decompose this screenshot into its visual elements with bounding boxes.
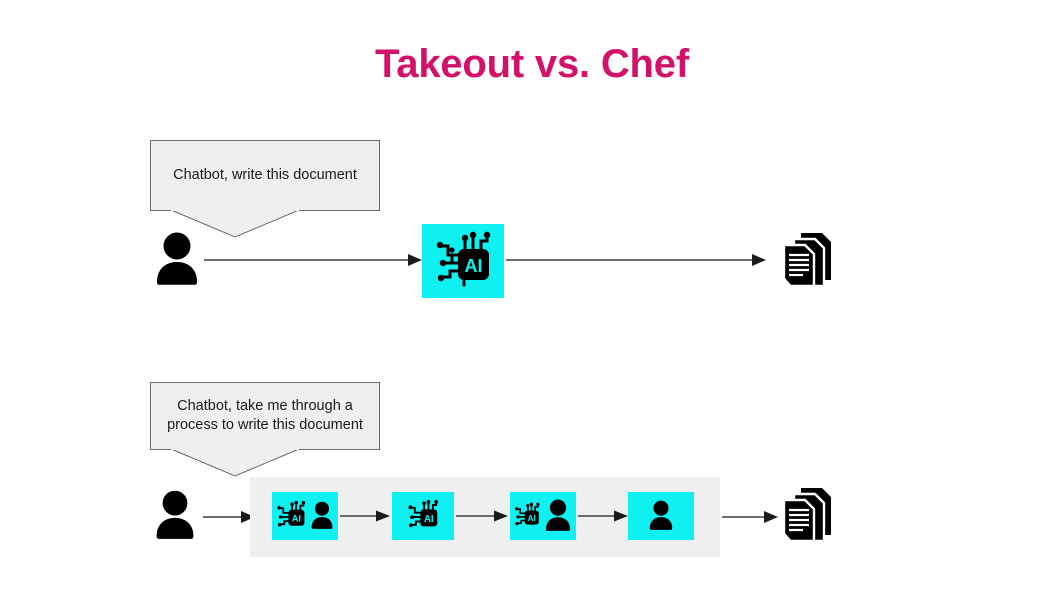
arrow-step1-to-step2 — [340, 509, 390, 523]
speech-bubble-chef-tail — [170, 448, 300, 477]
ai-chip-box-takeout: AI — [422, 224, 504, 298]
person-icon — [543, 499, 573, 533]
speech-bubble-takeout-tail — [170, 209, 300, 238]
ai-chip-icon: AI — [432, 231, 494, 290]
document-stack-icon — [781, 233, 833, 291]
arrow-step3-to-step4 — [578, 509, 628, 523]
page-title: Takeout vs. Chef — [375, 42, 689, 86]
svg-text:AI: AI — [528, 514, 536, 523]
svg-text:AI: AI — [424, 514, 434, 525]
svg-text:AI: AI — [292, 514, 301, 524]
ai-chip-icon: AI — [513, 502, 541, 530]
step-person-only[interactable] — [628, 492, 694, 540]
step-ai-and-person[interactable]: AI — [272, 492, 338, 540]
arrow-user-to-ai — [204, 252, 422, 268]
person-icon — [152, 490, 198, 542]
person-icon — [647, 500, 675, 532]
arrow-band-to-document — [722, 509, 778, 525]
document-stack-icon — [781, 488, 833, 546]
step-ai-and-person-2[interactable]: AI — [510, 492, 576, 540]
person-icon — [152, 232, 202, 288]
arrow-step2-to-step3 — [456, 509, 508, 523]
ai-chip-icon: AI — [406, 499, 440, 533]
person-icon — [309, 501, 335, 531]
speech-bubble-chef: Chatbot, take me through a process to wr… — [150, 382, 380, 450]
ai-chip-icon: AI — [275, 500, 307, 532]
speech-bubble-takeout: Chatbot, write this document — [150, 140, 380, 211]
arrow-ai-to-document — [506, 252, 766, 268]
step-ai-only[interactable]: AI — [392, 492, 454, 540]
speech-bubble-chef-text: Chatbot, take me through a process to wr… — [167, 398, 363, 433]
arrow-user-to-band — [203, 509, 255, 525]
svg-text:AI: AI — [465, 256, 483, 276]
speech-bubble-takeout-text: Chatbot, write this document — [173, 167, 357, 183]
